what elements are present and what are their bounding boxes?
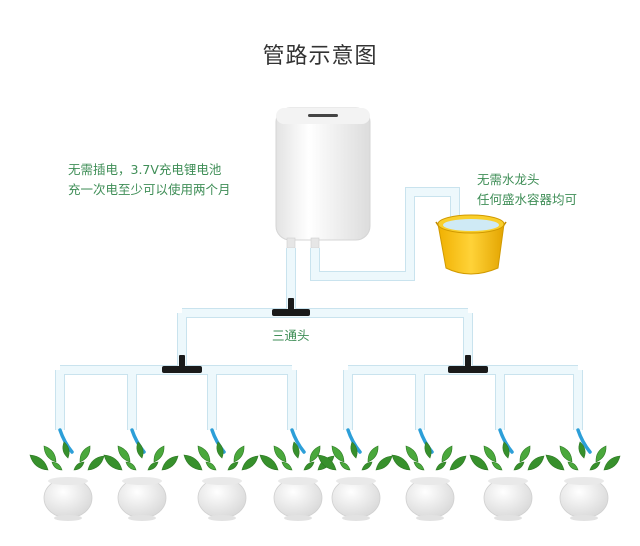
pump-unit bbox=[275, 107, 371, 249]
plant-leaf bbox=[273, 445, 287, 463]
plant-leaf bbox=[233, 445, 245, 463]
plant-leaf bbox=[502, 441, 510, 459]
plant-leaf bbox=[350, 441, 358, 459]
plant-leaf bbox=[292, 441, 300, 459]
battery-note-line-2: 充一次电至少可以使用两个月 bbox=[68, 182, 231, 197]
potted-plant bbox=[469, 441, 545, 521]
water-source-note: 无需水龙头 任何盛水容器均可 bbox=[477, 170, 577, 210]
water-source-note-line-2: 任何盛水容器均可 bbox=[477, 192, 578, 207]
plant-leaf bbox=[339, 461, 351, 471]
plant-leaf bbox=[331, 445, 345, 463]
plant-leaf bbox=[527, 455, 545, 471]
plant-leaf bbox=[29, 454, 49, 471]
plant-leaf bbox=[216, 441, 224, 459]
tee-connectors bbox=[162, 298, 488, 373]
plant-leaf bbox=[227, 461, 239, 471]
plant-leaf bbox=[309, 445, 321, 463]
plant-leaf bbox=[391, 454, 411, 471]
potted-plants bbox=[29, 441, 621, 521]
plant-leaf bbox=[87, 455, 105, 471]
plant-leaf bbox=[413, 461, 425, 471]
plant-leaf bbox=[513, 461, 525, 471]
plant-leaf bbox=[51, 461, 63, 471]
bucket-water bbox=[443, 219, 499, 231]
plant-leaf bbox=[483, 445, 497, 463]
plant-leaf bbox=[43, 445, 57, 463]
potted-plant bbox=[103, 441, 179, 521]
plant-leaf bbox=[259, 454, 279, 471]
plant-leaf bbox=[589, 461, 601, 471]
plant-leaf bbox=[62, 441, 70, 459]
potted-plant bbox=[259, 441, 335, 521]
plant-leaf bbox=[117, 445, 131, 463]
plant-leaf bbox=[183, 454, 203, 471]
water-source-note-line-1: 无需水龙头 bbox=[477, 172, 540, 187]
plant-leaf bbox=[491, 461, 503, 471]
plant-leaf bbox=[603, 455, 621, 471]
plant-leaf bbox=[103, 454, 123, 471]
plant-leaf bbox=[125, 461, 137, 471]
plant-leaf bbox=[559, 445, 573, 463]
plant-leaf bbox=[281, 461, 293, 471]
plant-leaf bbox=[367, 445, 379, 463]
potted-plant bbox=[545, 441, 621, 521]
plant-leaf bbox=[161, 455, 179, 471]
tee-connector-left bbox=[162, 366, 202, 373]
plant-leaf bbox=[405, 445, 419, 463]
tee-connector-main bbox=[272, 309, 310, 316]
potted-plant bbox=[183, 441, 259, 521]
plant-leaf bbox=[205, 461, 217, 471]
plant-leaf bbox=[567, 461, 579, 471]
plant-leaf bbox=[375, 455, 393, 471]
plant-leaf bbox=[449, 455, 467, 471]
plant-leaf bbox=[435, 461, 447, 471]
plant-leaf bbox=[545, 454, 565, 471]
plant-leaf bbox=[519, 445, 531, 463]
plant-leaf bbox=[317, 454, 337, 471]
plant-leaf bbox=[578, 441, 586, 459]
plant-leaf bbox=[441, 445, 453, 463]
plant-leaf bbox=[73, 461, 85, 471]
potted-plant bbox=[391, 441, 467, 521]
plant-leaf bbox=[197, 445, 211, 463]
plant-leaf bbox=[303, 461, 315, 471]
battery-note-line-1: 无需插电，3.7V充电锂电池 bbox=[68, 162, 222, 177]
plant-leaf bbox=[595, 445, 607, 463]
plant-leaf bbox=[153, 445, 165, 463]
plant-leaf bbox=[136, 441, 144, 459]
plant-leaf bbox=[241, 455, 259, 471]
potted-plant bbox=[317, 441, 393, 521]
plant-leaf bbox=[147, 461, 159, 471]
plant-leaf bbox=[424, 441, 432, 459]
water-bucket bbox=[435, 214, 507, 275]
tee-connector-right bbox=[448, 366, 488, 373]
pump-indicator bbox=[308, 114, 338, 117]
plant-leaf bbox=[361, 461, 373, 471]
battery-note: 无需插电，3.7V充电锂电池 充一次电至少可以使用两个月 bbox=[68, 160, 231, 200]
plant-leaf bbox=[79, 445, 91, 463]
potted-plant bbox=[29, 441, 105, 521]
plant-leaf bbox=[469, 454, 489, 471]
tee-connector-label: 三通头 bbox=[272, 328, 310, 343]
diagram-title: 管路示意图 bbox=[262, 44, 378, 69]
